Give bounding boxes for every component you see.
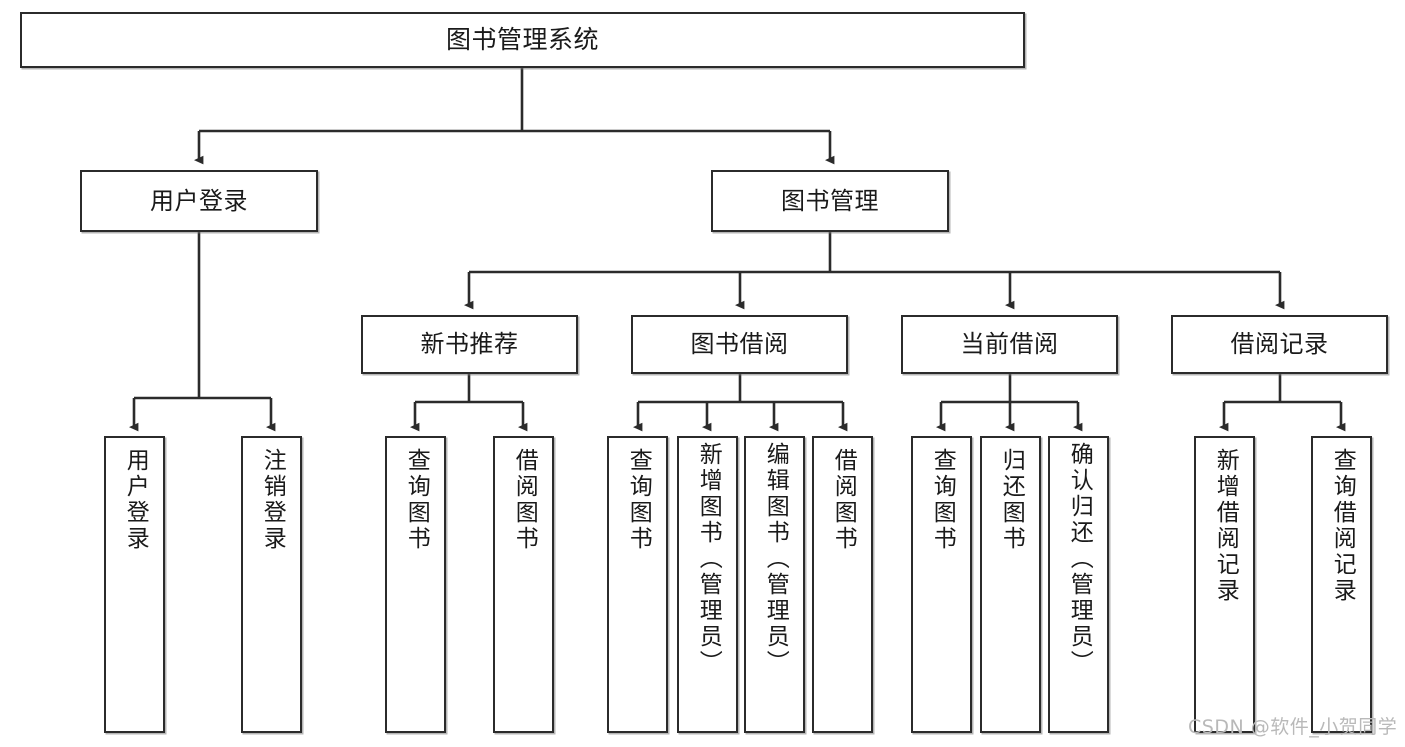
node-leaf-return-book[interactable]: 归还图书 xyxy=(980,436,1041,733)
node-label: 新增借阅记录 xyxy=(1212,448,1239,604)
node-label: 借阅记录 xyxy=(1230,330,1329,359)
node-leaf-edit-book-admin[interactable]: 编辑图书（管理员） xyxy=(744,436,805,733)
node-leaf-query-book-borrow[interactable]: 查询图书 xyxy=(607,436,668,733)
node-book-management[interactable]: 图书管理 xyxy=(711,170,949,232)
node-leaf-query-book-current[interactable]: 查询图书 xyxy=(911,436,972,733)
node-label: 归还图书 xyxy=(998,448,1025,552)
node-label: 新书推荐 xyxy=(420,330,519,359)
node-leaf-confirm-return-admin[interactable]: 确认归还（管理员） xyxy=(1048,436,1109,733)
node-leaf-add-borrow-record[interactable]: 新增借阅记录 xyxy=(1194,436,1255,733)
node-label: 用户登录 xyxy=(122,448,149,552)
node-label: 确认归还（管理员） xyxy=(1066,442,1093,676)
node-label: 查询图书 xyxy=(403,448,430,552)
node-user-login[interactable]: 用户登录 xyxy=(80,170,318,232)
node-current-borrow[interactable]: 当前借阅 xyxy=(901,315,1118,374)
node-borrow-record[interactable]: 借阅记录 xyxy=(1171,315,1388,374)
node-label: 图书管理系统 xyxy=(445,25,599,55)
node-label: 当前借阅 xyxy=(960,330,1059,359)
csdn-watermark: CSDN @软件_小贺同学 xyxy=(1188,716,1398,738)
node-new-book-recommend[interactable]: 新书推荐 xyxy=(361,315,578,374)
node-label: 图书借阅 xyxy=(690,330,789,359)
node-label: 借阅图书 xyxy=(830,448,857,552)
node-root-book-management-system[interactable]: 图书管理系统 xyxy=(20,12,1025,68)
node-label: 查询图书 xyxy=(625,448,652,552)
node-leaf-query-borrow-record[interactable]: 查询借阅记录 xyxy=(1311,436,1372,733)
node-label: 新增图书（管理员） xyxy=(695,442,722,676)
node-label: 图书管理 xyxy=(781,186,879,215)
node-book-borrow[interactable]: 图书借阅 xyxy=(631,315,848,374)
node-label: 查询图书 xyxy=(929,448,956,552)
node-leaf-borrow-book[interactable]: 借阅图书 xyxy=(812,436,873,733)
node-label: 用户登录 xyxy=(150,186,248,215)
node-label: 注销登录 xyxy=(259,448,286,552)
node-leaf-borrow-book-recommend[interactable]: 借阅图书 xyxy=(493,436,554,733)
node-leaf-logout[interactable]: 注销登录 xyxy=(241,436,302,733)
node-label: 查询借阅记录 xyxy=(1329,448,1356,604)
node-leaf-user-login[interactable]: 用户登录 xyxy=(104,436,165,733)
node-leaf-query-book-recommend[interactable]: 查询图书 xyxy=(385,436,446,733)
node-label: 编辑图书（管理员） xyxy=(762,442,789,676)
node-label: 借阅图书 xyxy=(511,448,538,552)
node-leaf-add-book-admin[interactable]: 新增图书（管理员） xyxy=(677,436,738,733)
